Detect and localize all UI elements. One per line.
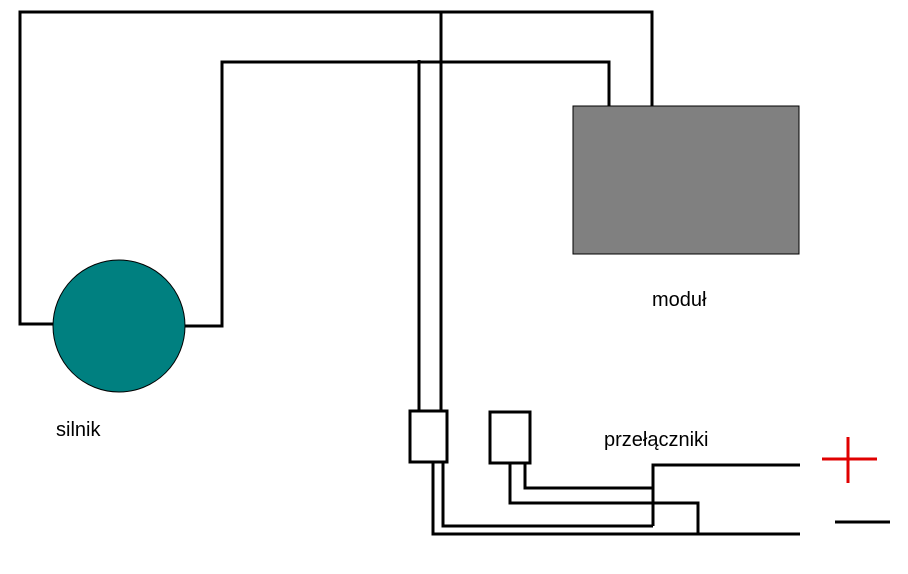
motor-label: silnik bbox=[56, 419, 101, 441]
module-box bbox=[572, 105, 800, 255]
wire-motor-right-to-module bbox=[185, 60, 611, 328]
wire-switch2-out-a bbox=[523, 463, 653, 490]
wire-switch1-out-a bbox=[441, 462, 653, 528]
plus-symbol-icon bbox=[822, 437, 877, 483]
motor-symbol bbox=[52, 259, 186, 393]
module-label: moduł bbox=[652, 289, 707, 311]
switches-label: przełączniki bbox=[604, 429, 709, 451]
wire-switch1-out-b bbox=[431, 462, 800, 536]
wires bbox=[18, 10, 800, 536]
wire-motor-left-to-module bbox=[18, 10, 654, 326]
switch-1 bbox=[408, 409, 449, 464]
wire-switch2-out-b bbox=[508, 463, 700, 534]
switch-2 bbox=[488, 410, 532, 465]
wire-plus bbox=[651, 463, 800, 526]
